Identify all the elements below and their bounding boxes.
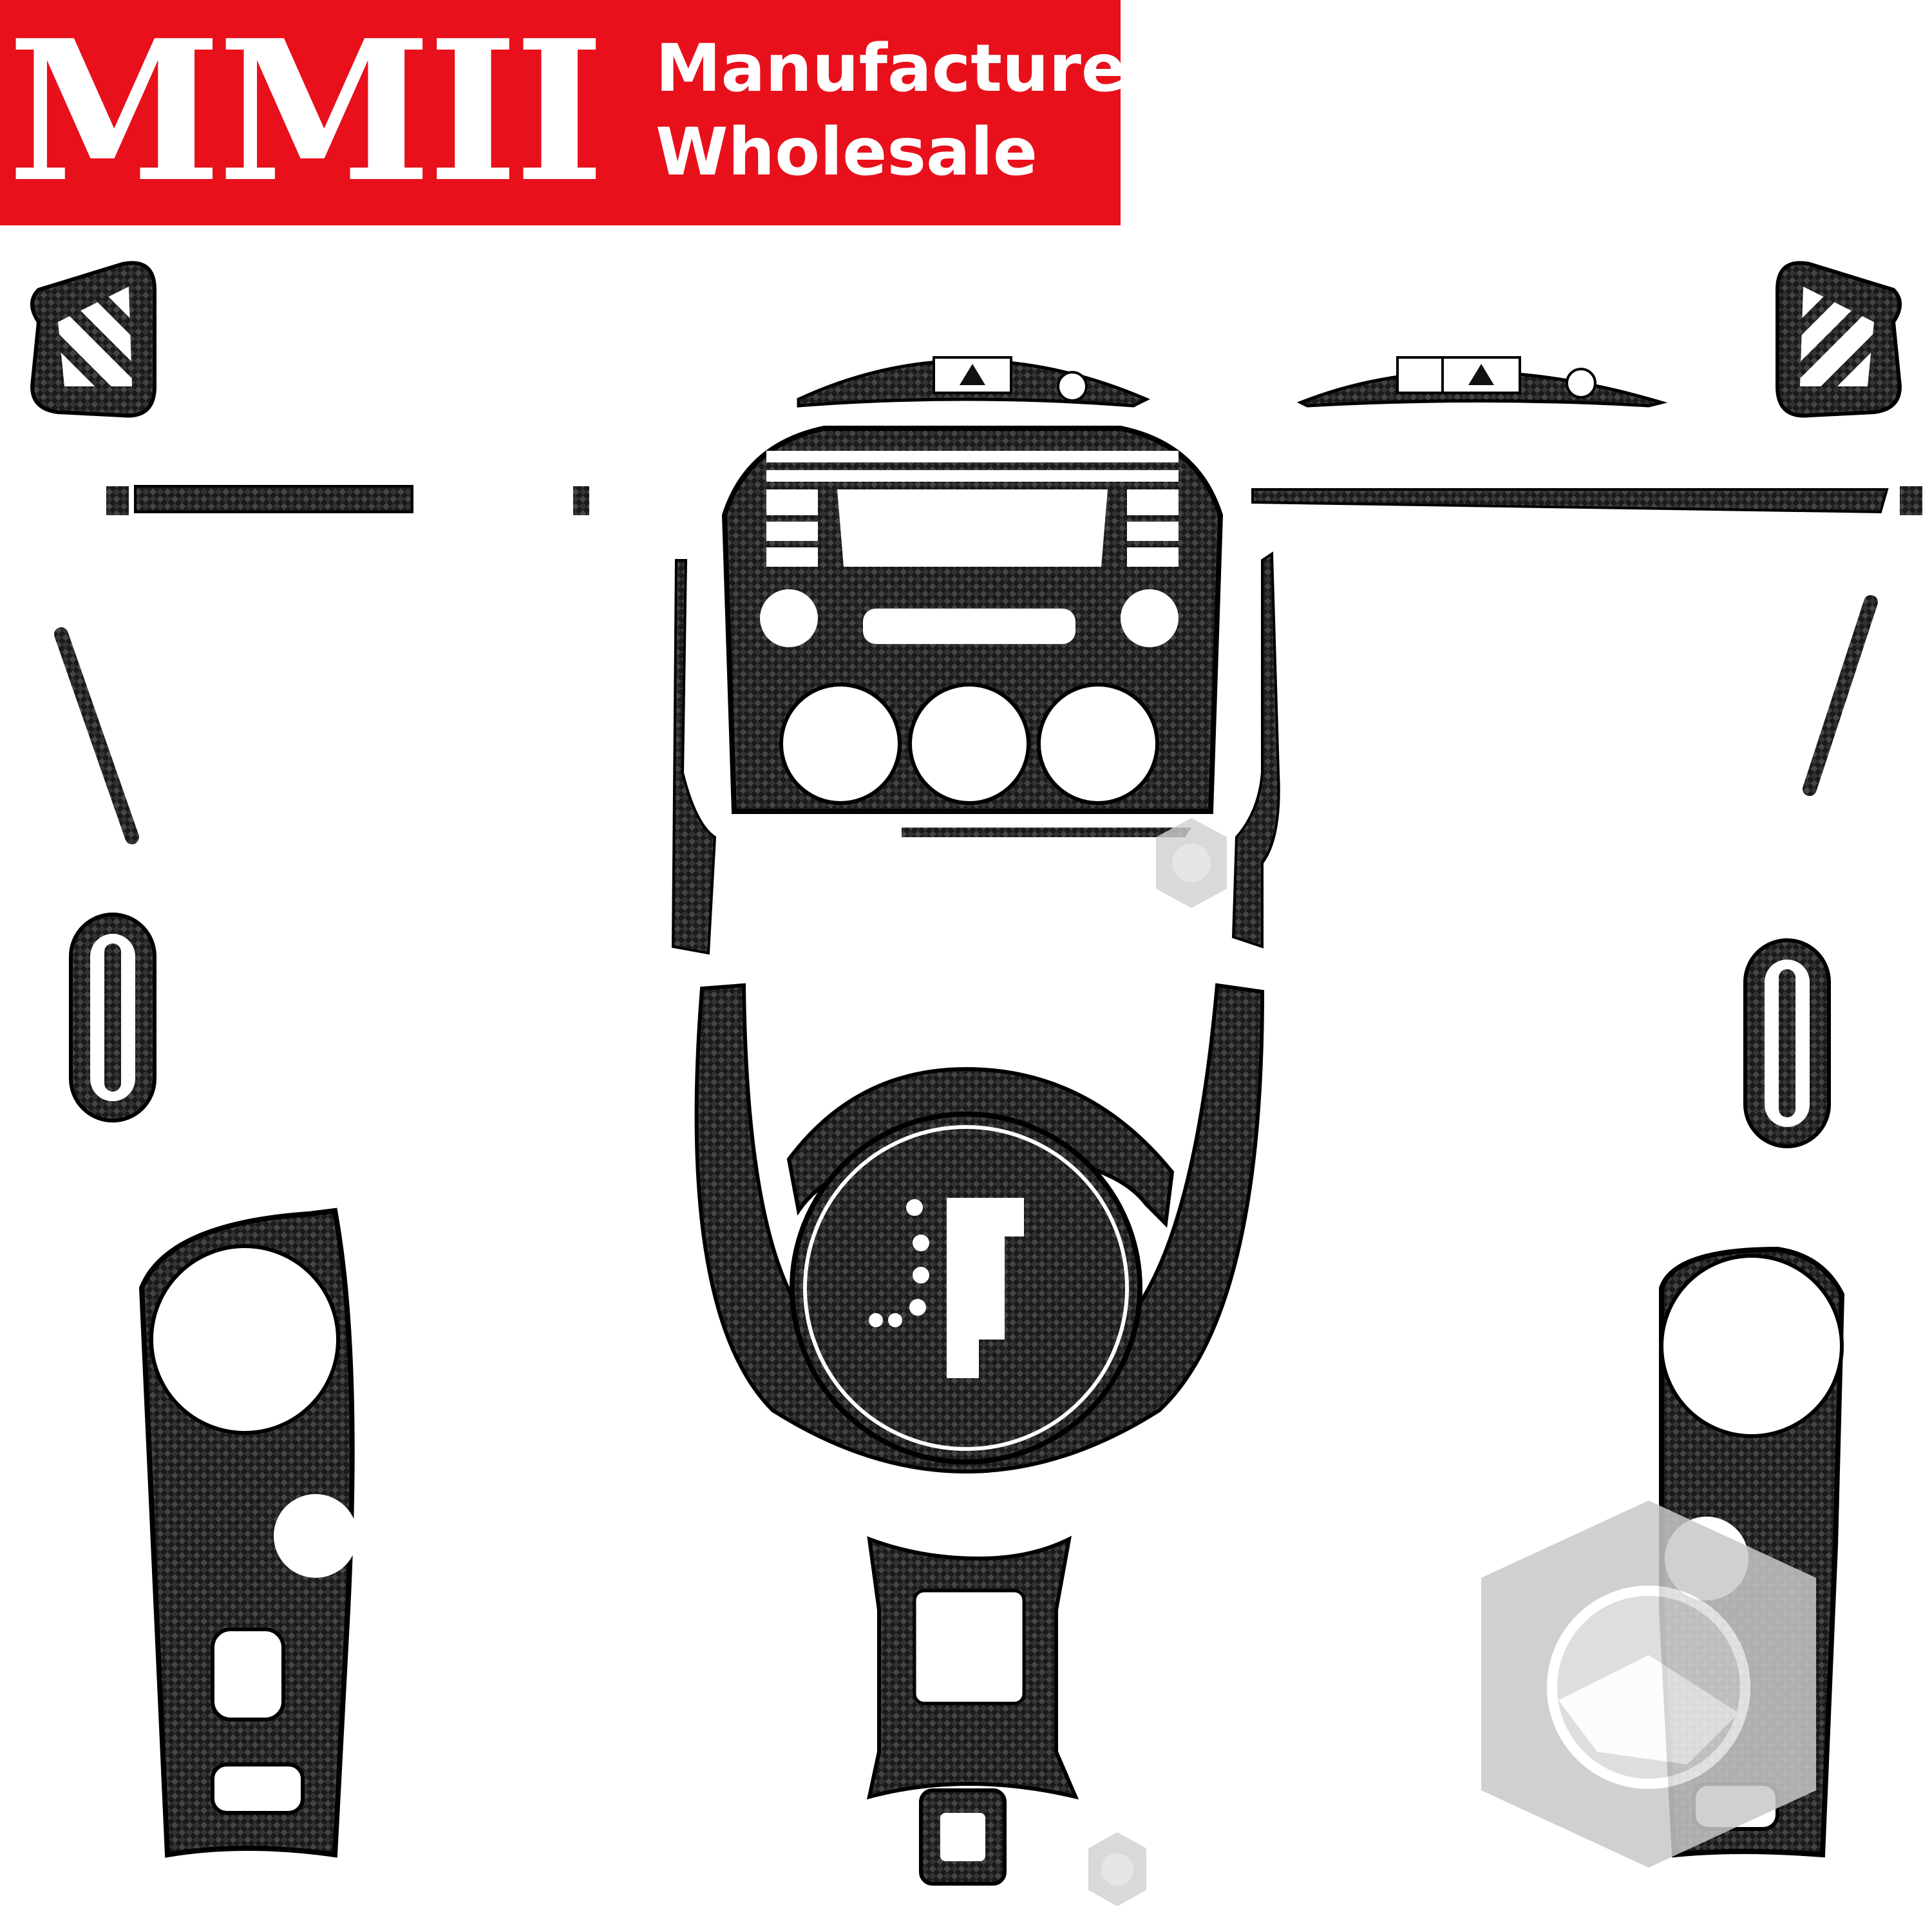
small-helmet-watermark-icon xyxy=(1156,818,1227,908)
center-radio-climate-panel xyxy=(721,426,1224,837)
left-console-side-strip xyxy=(671,559,717,955)
left-air-vent-trim xyxy=(30,261,156,418)
right-dash-strip-small xyxy=(1900,486,1922,515)
round-button-cutout-2 xyxy=(1566,368,1596,399)
right-console-side-strip xyxy=(1231,551,1280,949)
tagline-manufacturer: Manufacturer xyxy=(656,30,1159,107)
left-dash-strip-small xyxy=(106,486,129,515)
brand-banner: MMII Manufacturer Wholesale xyxy=(0,0,1158,225)
left-diagonal-strip xyxy=(54,627,139,844)
tagline-wholesale: Wholesale xyxy=(656,114,1038,191)
hexagon-helmet-icon xyxy=(1481,1501,1816,1868)
left-dash-strip xyxy=(134,485,413,513)
hazard-triangle-icon-2 xyxy=(1468,364,1494,385)
square-switch-trim-large xyxy=(867,1535,1079,1800)
square-switch-trim-small xyxy=(919,1788,1007,1886)
left-dash-clip xyxy=(573,486,589,515)
hazard-triangle-icon xyxy=(960,364,985,385)
left-door-switch-panel xyxy=(138,1208,357,1858)
hazard-button-cutout xyxy=(933,356,1012,394)
right-oval-trim xyxy=(1743,938,1831,1148)
right-diagonal-strip xyxy=(1803,595,1878,796)
right-dash-strip xyxy=(1251,488,1889,514)
left-oval-trim xyxy=(69,913,156,1122)
gear-shift-panel xyxy=(786,1066,1175,1464)
right-air-vent-trim xyxy=(1776,261,1902,418)
small-helmet-watermark-icon-bottom xyxy=(1088,1832,1146,1906)
brand-logo-text: MMII xyxy=(8,0,605,225)
round-button-cutout xyxy=(1057,371,1088,402)
switch-cutout-2 xyxy=(1441,356,1521,394)
